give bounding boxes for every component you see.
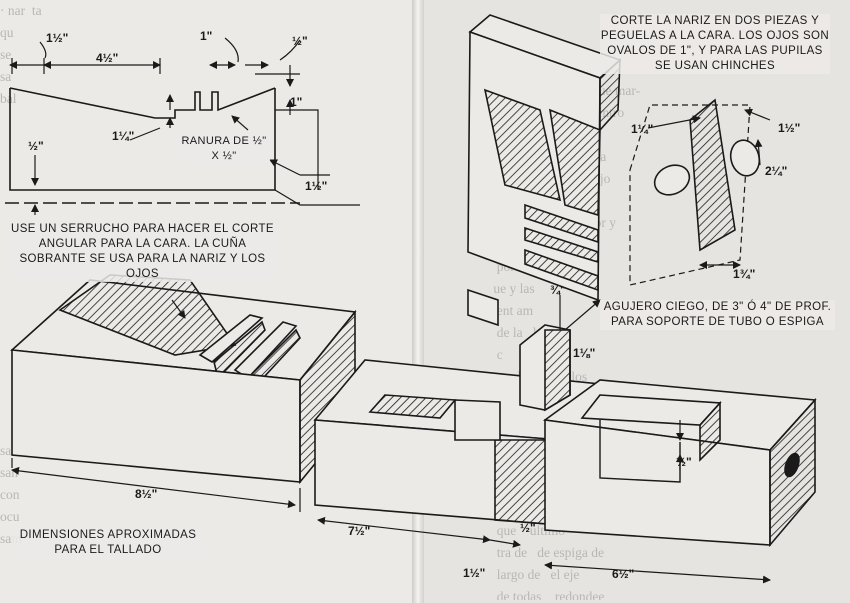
dim-base-half: ½": [520, 521, 536, 535]
caption-groove: RANURA DE ½" x ½": [178, 134, 270, 164]
dim-face-1-25: 1¼": [631, 122, 653, 136]
body-block: [313, 295, 817, 584]
caption-approx-dimensions: DIMENSIONES APROXIMADAS PARA EL TALLADO: [12, 528, 204, 558]
dim-right-1: 1": [290, 95, 302, 109]
dim-left-half: ½": [28, 139, 44, 153]
caption-nose-cut: CORTE LA NARIZ EN DOS PIEZAS Y PEGUELAS …: [600, 14, 830, 74]
caption-blind-hole: AGUJERO CIEGO, DE 3" ó 4" DE PROF. PARA …: [600, 300, 835, 330]
dim-base-6-5: 6½": [612, 567, 634, 581]
dim-top-left-1-5: 1½": [46, 31, 68, 45]
dim-left-1-25: 1¼": [112, 129, 134, 143]
dim-face-1-5: 1½": [778, 121, 800, 135]
caption-saw-instruction: USE UN SERRUCHO PARA HACER EL CORTE ANGU…: [10, 222, 275, 282]
dim-top-4-5: 4½": [96, 51, 118, 65]
dim-top-half: ½": [292, 34, 308, 48]
dim-right-1-5: 1½": [305, 179, 327, 193]
dim-base-7-5: 7½": [348, 524, 370, 538]
dim-face-2-25: 2¼": [765, 164, 787, 178]
dim-base-1-5: 1½": [463, 566, 485, 580]
dim-top-1: 1": [200, 29, 212, 43]
dim-base-8-5: 8½": [135, 487, 157, 501]
main-block: [10, 274, 357, 512]
profile-diagram: [5, 37, 360, 215]
dim-front-half: ½": [676, 455, 692, 469]
dim-peg-1-125: 1⅛": [573, 346, 595, 360]
dim-face-1-75: 1¾": [733, 267, 755, 281]
